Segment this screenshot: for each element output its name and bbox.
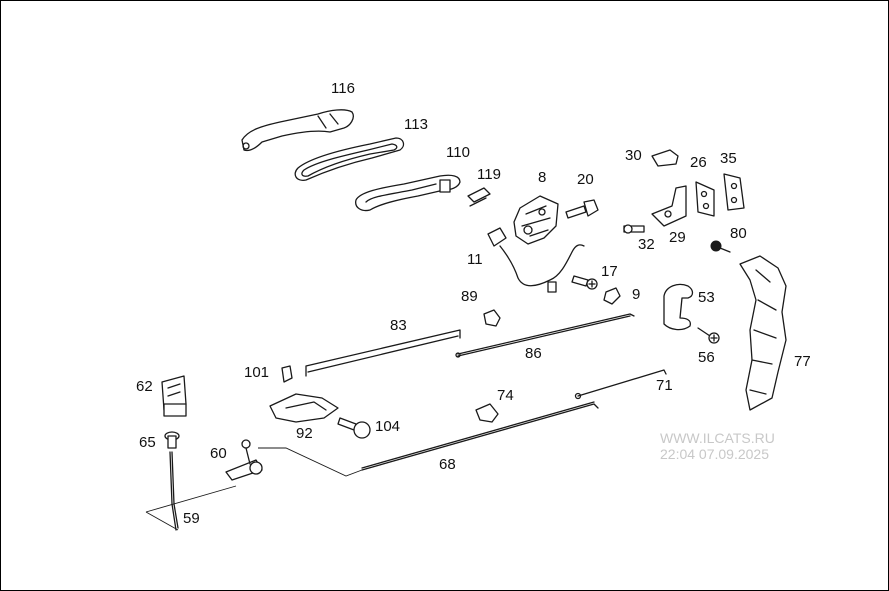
part-104-bolt xyxy=(337,417,371,439)
part-11-cable xyxy=(499,244,585,293)
callout-32: 32 xyxy=(638,236,655,253)
callout-74: 74 xyxy=(497,387,514,404)
part-71-rod xyxy=(574,369,667,400)
callout-20: 20 xyxy=(577,171,594,188)
part-62-knob xyxy=(161,375,187,417)
callout-86: 86 xyxy=(525,345,542,362)
part-53-stop xyxy=(663,283,694,331)
callout-30: 30 xyxy=(625,147,642,164)
part-80-screw xyxy=(710,240,731,253)
callout-110: 110 xyxy=(446,144,470,161)
part-59-rod xyxy=(145,451,237,531)
watermark: WWW.ILCATS.RU 22:04 07.09.2025 xyxy=(660,430,775,462)
callout-8: 8 xyxy=(538,169,547,186)
part-56-screw xyxy=(697,327,720,344)
callout-83: 83 xyxy=(390,317,407,334)
callout-119: 119 xyxy=(477,166,501,183)
callout-59: 59 xyxy=(183,510,200,527)
callout-65: 65 xyxy=(139,434,156,451)
callout-26: 26 xyxy=(690,154,707,171)
part-65-grommet xyxy=(164,431,180,449)
part-30-nut xyxy=(651,149,679,167)
callout-101: 101 xyxy=(244,364,270,381)
part-89-clip xyxy=(483,309,501,327)
part-60-lever xyxy=(225,439,263,481)
part-35-plate xyxy=(723,173,745,211)
callout-89: 89 xyxy=(461,288,478,305)
callout-80: 80 xyxy=(730,225,747,242)
part-26-plate xyxy=(695,181,715,217)
callout-62: 62 xyxy=(136,378,153,395)
part-20-bolt xyxy=(565,199,599,219)
callout-35: 35 xyxy=(720,150,737,167)
part-74-clip xyxy=(475,403,499,423)
callout-11: 11 xyxy=(467,251,483,268)
part-119-clip xyxy=(467,187,491,207)
watermark-datetime: 22:04 07.09.2025 xyxy=(660,446,769,463)
part-17-screw xyxy=(571,275,598,290)
part-68-rod xyxy=(258,401,599,477)
part-101-clip xyxy=(281,365,293,383)
part-116-outer-handle xyxy=(241,109,354,152)
part-9-clip xyxy=(603,287,621,305)
callout-68: 68 xyxy=(439,456,456,473)
callout-77: 77 xyxy=(794,353,811,370)
callout-56: 56 xyxy=(698,349,715,366)
callout-71: 71 xyxy=(656,377,673,394)
part-29-striker xyxy=(651,185,687,227)
part-113-gasket xyxy=(294,137,405,181)
callout-17: 17 xyxy=(601,263,618,280)
callout-92: 92 xyxy=(296,425,313,442)
callout-116: 116 xyxy=(331,80,355,97)
callout-29: 29 xyxy=(669,229,686,246)
callout-53: 53 xyxy=(698,289,715,306)
callout-104: 104 xyxy=(375,418,401,435)
watermark-site: WWW.ILCATS.RU xyxy=(660,430,775,446)
callout-9: 9 xyxy=(632,286,641,303)
callout-113: 113 xyxy=(404,116,428,133)
part-77-guide xyxy=(739,255,787,411)
part-83-rod xyxy=(305,329,461,377)
part-32-screw xyxy=(623,224,645,234)
part-110-handle-frame xyxy=(355,174,461,212)
part-86-rod xyxy=(455,313,635,358)
part-8-lock xyxy=(487,195,559,247)
callout-60: 60 xyxy=(210,445,227,462)
part-92-inner-handle xyxy=(269,393,339,423)
